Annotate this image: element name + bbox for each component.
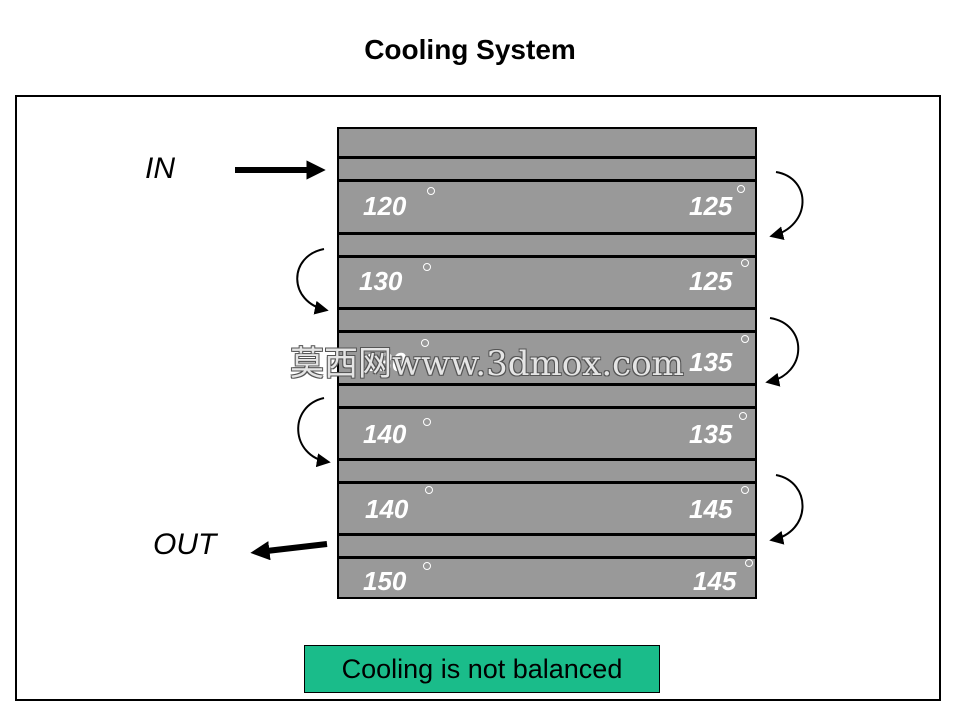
row-6-left-temp: 150 (363, 566, 407, 596)
outlet-label: OUT (153, 528, 217, 561)
curved-flow-arrow-icon (769, 171, 804, 241)
row-6-right-temp: 145 (693, 566, 737, 596)
degree-symbol (737, 185, 745, 193)
curved-flow-arrow-icon (296, 248, 329, 315)
degree-symbol (421, 339, 429, 347)
row-1-left-temp: 120 (363, 191, 407, 221)
degree-symbol (739, 412, 747, 420)
degree-symbol (423, 418, 431, 426)
degree-symbol (425, 486, 433, 494)
diagram-frame (15, 95, 941, 701)
rack-divider (339, 383, 755, 386)
inlet-label: IN (145, 152, 175, 185)
rack-divider (339, 406, 755, 409)
curved-flow-arrow-icon (297, 397, 331, 468)
rack-divider (339, 458, 755, 461)
status-message-box: Cooling is not balanced (304, 645, 660, 693)
row-2-left-temp: 130 (359, 266, 403, 296)
row-4-left-temp: 140 (363, 419, 407, 449)
rack-divider (339, 156, 755, 159)
row-5-right-temp: 145 (689, 494, 733, 524)
degree-symbol (741, 259, 749, 267)
curved-flow-arrow-icon (765, 317, 800, 387)
rack-divider (339, 307, 755, 310)
degree-symbol (741, 486, 749, 494)
degree-symbol (427, 187, 435, 195)
curved-flow-arrow-icon (769, 474, 804, 545)
outlet-arrow-icon (250, 541, 328, 561)
row-5-left-temp: 140 (365, 494, 409, 524)
degree-symbol (745, 559, 753, 567)
row-1-right-temp: 125 (689, 191, 733, 221)
rack-divider (339, 232, 755, 235)
rack-divider (339, 533, 755, 536)
rack-divider (339, 255, 755, 258)
row-3-left-temp: 130 (363, 347, 407, 377)
row-2-right-temp: 125 (689, 266, 733, 296)
rack-divider (339, 330, 755, 333)
diagram-title: Cooling System (364, 34, 576, 65)
degree-symbol (423, 263, 431, 271)
degree-symbol (741, 335, 749, 343)
row-3-right-temp: 135 (689, 347, 733, 377)
rack-divider (339, 179, 755, 182)
watermark: 莫西网www.3dmox.com (290, 344, 684, 384)
degree-symbol (423, 562, 431, 570)
rack-divider (339, 481, 755, 484)
rack-divider (339, 556, 755, 559)
row-4-right-temp: 135 (689, 419, 733, 449)
server-rack-stack: 120 125 130 125 130 135 140 135 140 145 … (337, 127, 757, 599)
